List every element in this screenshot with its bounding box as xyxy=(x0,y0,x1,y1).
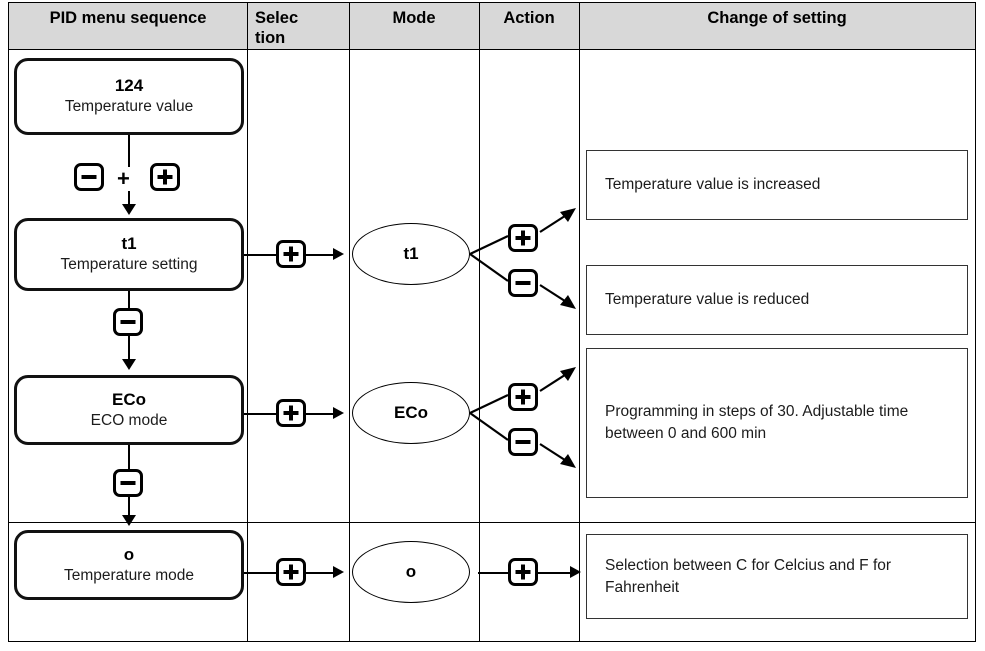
connector-row2-in xyxy=(244,413,276,415)
column-header-pid-menu-sequence: PID menu sequence xyxy=(49,9,207,27)
connector-row3-out xyxy=(306,572,336,574)
column-header-mode: Mode xyxy=(392,9,436,27)
flow-step-code: o xyxy=(123,544,135,564)
flow-step-code: ECo xyxy=(112,389,146,409)
connector-line-3b xyxy=(128,497,130,517)
flow-step-desc: ECO mode xyxy=(90,411,168,429)
result-box-temperature-reduced: Temperature value is reduced xyxy=(586,265,968,335)
connector-line-2b xyxy=(128,336,130,360)
key-combination-joiner: + xyxy=(117,166,130,191)
arrow-right-row-2 xyxy=(333,407,344,419)
result-box-temperature-unit: Selection between C for Celcius and F fo… xyxy=(586,534,968,619)
column-header-selection: Selec tion xyxy=(255,9,299,47)
action-minus-key-row-2[interactable] xyxy=(508,428,538,456)
flow-step-desc: Temperature value xyxy=(64,98,194,115)
mode-ellipse-o[interactable]: o xyxy=(352,541,470,603)
mode-ellipse-eco[interactable]: ECo xyxy=(352,382,470,444)
flow-step-temperature-mode[interactable]: o Temperature mode xyxy=(14,530,244,600)
column-divider-4 xyxy=(579,3,580,641)
flow-step-desc: Temperature mode xyxy=(63,566,195,584)
flow-step-code: 124 xyxy=(114,76,144,95)
column-divider-1 xyxy=(247,3,248,641)
flow-step-temperature-setting[interactable]: t1 Temperature setting xyxy=(14,218,244,291)
flow-step-desc: Temperature setting xyxy=(60,256,198,273)
connector-line-3a xyxy=(128,445,130,470)
flow-step-code: t1 xyxy=(121,234,137,253)
column-header-change-of-setting: Change of setting xyxy=(707,9,847,27)
selection-plus-key-row-3[interactable] xyxy=(276,558,306,586)
connector-line-1b xyxy=(128,191,130,206)
connector-row3-action-out xyxy=(538,572,572,574)
minus-key-icon-1[interactable] xyxy=(74,163,104,191)
minus-key-icon-3[interactable] xyxy=(113,469,143,497)
arrow-right-row-3 xyxy=(333,566,344,578)
connector-line-2a xyxy=(128,291,130,310)
selection-plus-key-row-2[interactable] xyxy=(276,399,306,427)
arrow-down-1 xyxy=(122,204,136,215)
connector-row2-out xyxy=(306,413,336,415)
action-minus-key-row-1[interactable] xyxy=(508,269,538,297)
result-box-temperature-increased: Temperature value is increased xyxy=(586,150,968,220)
arrow-down-2 xyxy=(122,359,136,370)
connector-row3-action-in xyxy=(478,572,508,574)
connector-line-1a xyxy=(128,135,130,167)
settings-table: PID menu sequence Selec tion Mode Action… xyxy=(8,2,976,642)
connector-row1-out xyxy=(306,254,336,256)
row-divider-last xyxy=(9,522,975,523)
minus-key-icon-2[interactable] xyxy=(113,308,143,336)
action-plus-key-row-3[interactable] xyxy=(508,558,538,586)
flow-step-eco-mode[interactable]: ECo ECO mode xyxy=(14,375,244,445)
connector-row3-in xyxy=(244,572,276,574)
arrow-right-row-3-result xyxy=(570,566,581,578)
selection-plus-key-row-1[interactable] xyxy=(276,240,306,268)
arrow-down-3 xyxy=(122,515,136,526)
table-header-row xyxy=(9,3,975,50)
action-plus-key-row-1[interactable] xyxy=(508,224,538,252)
plus-key-icon-1[interactable] xyxy=(150,163,180,191)
column-header-action: Action xyxy=(503,9,555,27)
connector-row1-in xyxy=(244,254,276,256)
flow-step-temperature-value[interactable]: 124 Temperature value xyxy=(14,58,244,135)
action-plus-key-row-2[interactable] xyxy=(508,383,538,411)
mode-ellipse-t1[interactable]: t1 xyxy=(352,223,470,285)
column-divider-2 xyxy=(349,3,350,641)
result-box-eco-programming: Programming in steps of 30. Adjustable t… xyxy=(586,348,968,498)
arrow-right-row-1 xyxy=(333,248,344,260)
column-divider-3 xyxy=(479,3,480,641)
